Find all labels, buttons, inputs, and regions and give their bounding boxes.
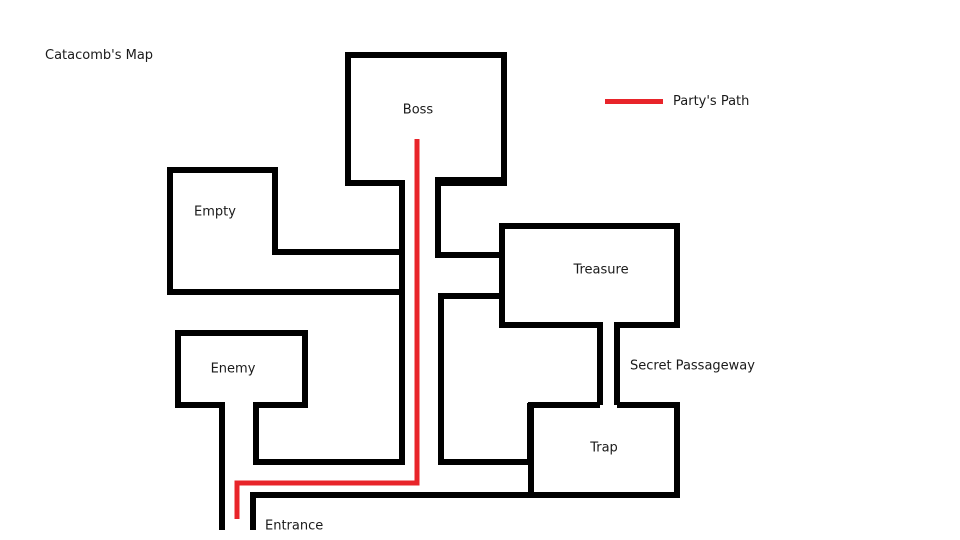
- legend-label: Party's Path: [673, 94, 750, 109]
- red-line-swatch: [605, 99, 663, 104]
- page-title: Catacomb's Map: [45, 48, 154, 63]
- legend: Party's Path: [605, 94, 749, 109]
- partys-path: [234, 139, 420, 519]
